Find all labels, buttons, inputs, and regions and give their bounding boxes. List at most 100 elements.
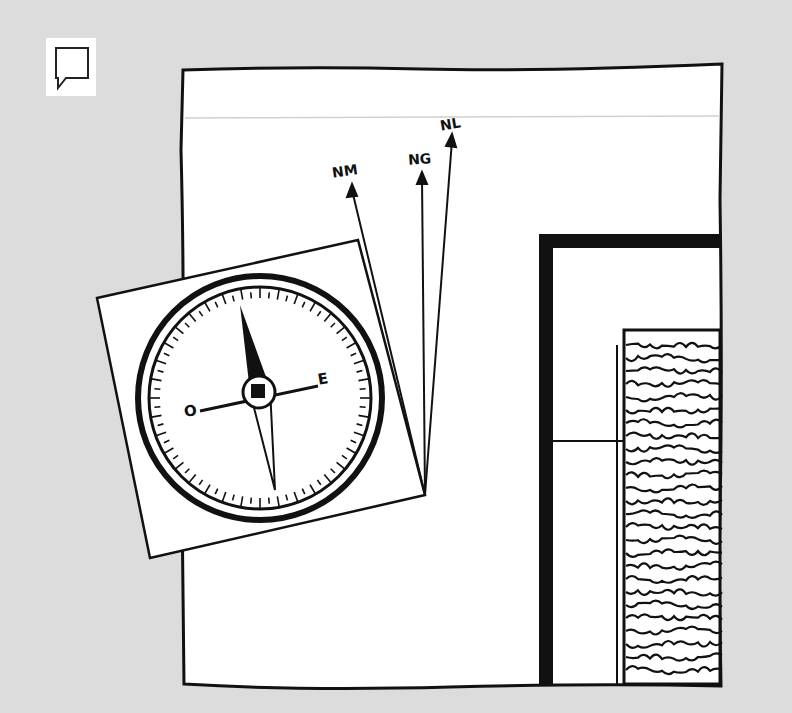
compass-tick: [302, 489, 305, 494]
contour-line: [626, 393, 722, 401]
compass-tick: [268, 498, 270, 504]
compass-tick: [268, 292, 270, 298]
compass-tick: [185, 323, 189, 327]
contour-line: [626, 614, 722, 620]
compass-tick: [358, 379, 368, 381]
compass-tick: [294, 492, 297, 501]
compass-tick: [357, 424, 363, 426]
north-label: NG: [408, 151, 432, 167]
compass-tick: [342, 455, 347, 458]
contour-line: [626, 408, 722, 414]
compass-tick: [317, 480, 320, 485]
contour-line: [626, 653, 722, 660]
compass-tick: [342, 337, 347, 340]
contour-line: [626, 471, 722, 479]
compass-tick: [158, 371, 164, 373]
contour-line: [626, 536, 722, 544]
compass-tick: [331, 323, 335, 327]
compass-tick: [357, 371, 363, 373]
compass-tick: [354, 360, 363, 363]
compass-tick: [241, 496, 243, 506]
compass-tick: [215, 302, 218, 307]
arrow-line: [352, 190, 425, 495]
compass-tick: [351, 440, 356, 443]
compass-tick: [347, 448, 356, 453]
compass-tick: [259, 498, 261, 508]
compass-tick: [152, 415, 162, 417]
compass-tick: [310, 485, 315, 494]
compass-tick: [199, 480, 202, 485]
compass-tick: [331, 469, 335, 473]
compass-tick: [324, 314, 330, 322]
compass-pivot: [243, 376, 275, 408]
contour-line: [626, 485, 722, 493]
compass-tick: [310, 303, 315, 312]
compass-tick: [157, 360, 166, 363]
arrow-head: [347, 184, 357, 197]
north-label: NM: [331, 162, 358, 179]
compass-tick: [250, 498, 252, 504]
north-arrows: [347, 134, 456, 495]
arrow-head: [417, 172, 427, 184]
compass-tick: [215, 489, 218, 494]
compass-tick: [250, 292, 252, 298]
compass-tick: [337, 327, 345, 333]
contour-line: [626, 576, 722, 583]
contour-line: [626, 549, 722, 556]
compass-ring: [149, 287, 371, 509]
compass-tick: [152, 379, 162, 381]
compass-tick: [164, 353, 169, 356]
compass-ticks: [150, 288, 370, 508]
compass-pivot-center: [251, 384, 265, 398]
contour-line: [626, 433, 722, 439]
compass-tick: [222, 492, 225, 501]
compass-tick: [354, 432, 363, 435]
compass-tick: [358, 415, 368, 417]
compass-tick: [205, 303, 210, 312]
compass-tick: [150, 397, 160, 399]
arrow-line: [422, 178, 425, 495]
compass-tick: [317, 311, 320, 316]
compass-tick: [360, 406, 366, 408]
compass-tick: [277, 290, 279, 300]
compass-tick: [360, 397, 370, 399]
comment-icon-bg: [46, 38, 96, 96]
compass-tick: [173, 455, 178, 458]
compass-tick: [176, 327, 184, 333]
contour-line: [626, 627, 722, 635]
contour-line: [626, 354, 722, 362]
contour-line: [626, 367, 722, 373]
contour-line: [626, 562, 722, 570]
compass-tick: [324, 475, 330, 483]
compass-tick: [233, 495, 235, 501]
contour-lines: [626, 343, 722, 674]
contour-line: [626, 458, 722, 465]
compass-tick: [222, 295, 225, 304]
compass-tick: [189, 475, 195, 483]
compass-tick: [241, 290, 243, 300]
contour-line: [626, 666, 722, 674]
arrow-head: [446, 134, 456, 147]
compass-bezel: [138, 276, 382, 520]
compass-tick: [259, 288, 261, 298]
contour-line: [626, 641, 722, 648]
north-label: NL: [439, 115, 462, 132]
compass-tick: [157, 432, 166, 435]
compass-tick: [302, 302, 305, 307]
contour-line: [626, 510, 722, 518]
comment-icon: [56, 48, 88, 88]
compass-tick: [205, 485, 210, 494]
grid-line: [616, 345, 618, 684]
compass-tick: [286, 296, 288, 302]
compass-tick: [165, 448, 174, 453]
compass-tick: [347, 343, 356, 348]
compass-letter: O: [183, 403, 198, 420]
compass-tick: [164, 440, 169, 443]
contour-line: [626, 343, 722, 349]
compass-tick: [185, 469, 189, 473]
contour-line: [626, 498, 722, 504]
compass-tick: [173, 337, 178, 340]
compass-tick: [286, 495, 288, 501]
